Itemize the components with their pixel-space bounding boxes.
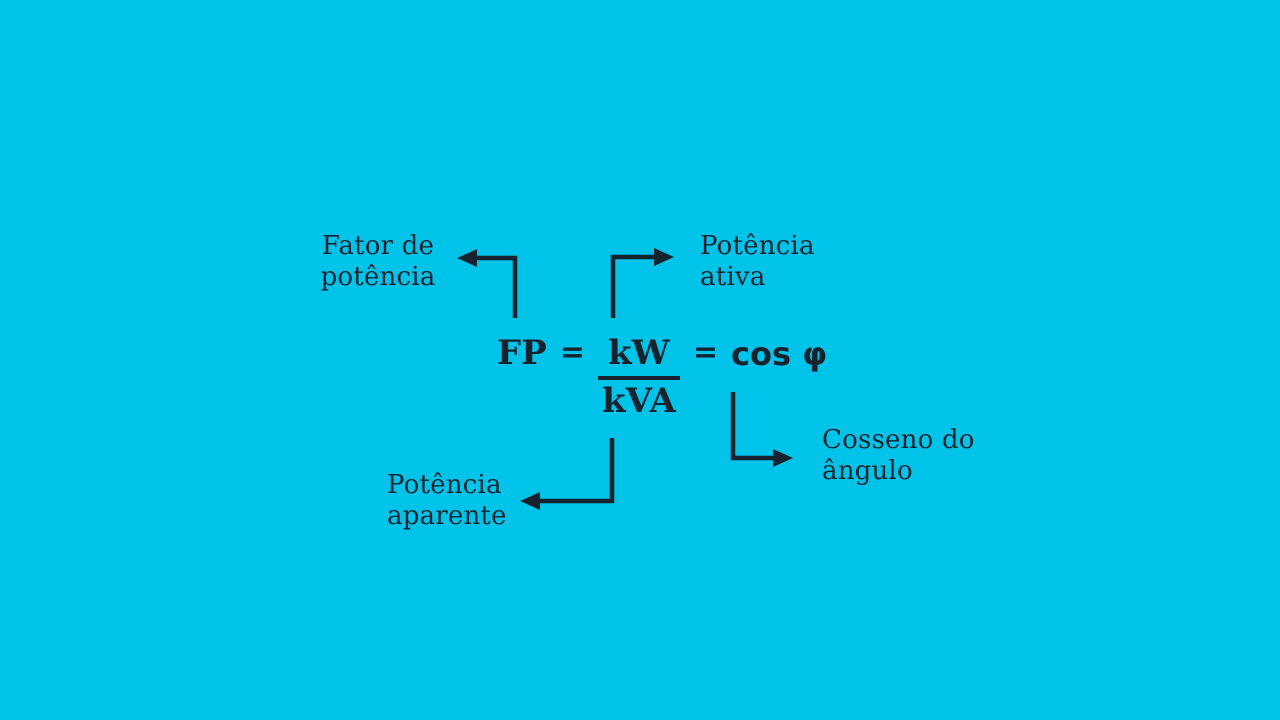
formula-fp: FP <box>497 333 547 373</box>
label-line: Potência <box>387 470 502 500</box>
label-line: ativa <box>700 262 766 292</box>
label-cosseno-do-angulo: Cosseno do ângulo <box>822 425 975 487</box>
formula-cos-phi: cos φ <box>731 335 828 373</box>
label-line: aparente <box>387 501 507 531</box>
elbow-arrow-right-icon <box>730 392 793 467</box>
formula-equals-2: = <box>692 335 718 370</box>
label-potencia-ativa: Potência ativa <box>700 231 815 293</box>
label-line: ângulo <box>822 456 913 486</box>
formula-denominator: kVA <box>602 381 676 421</box>
fraction-bar <box>597 376 680 380</box>
elbow-arrow-left-icon <box>520 438 615 510</box>
label-line: Fator de <box>321 231 435 261</box>
label-potencia-aparente: Potência aparente <box>387 470 507 532</box>
label-line: Cosseno do <box>822 425 975 455</box>
label-line: Potência <box>700 231 815 261</box>
formula-equals-1: = <box>559 335 585 370</box>
label-line: potência <box>320 262 436 292</box>
power-factor-formula: FP = kW kVA = cos φ <box>497 333 828 421</box>
formula-numerator: kW <box>607 333 670 373</box>
formula-fraction: kW kVA <box>597 333 680 421</box>
label-fator-de-potencia: Fator de potência <box>318 231 438 293</box>
elbow-arrow-left-icon <box>457 249 518 318</box>
elbow-arrow-right-icon <box>610 248 674 318</box>
